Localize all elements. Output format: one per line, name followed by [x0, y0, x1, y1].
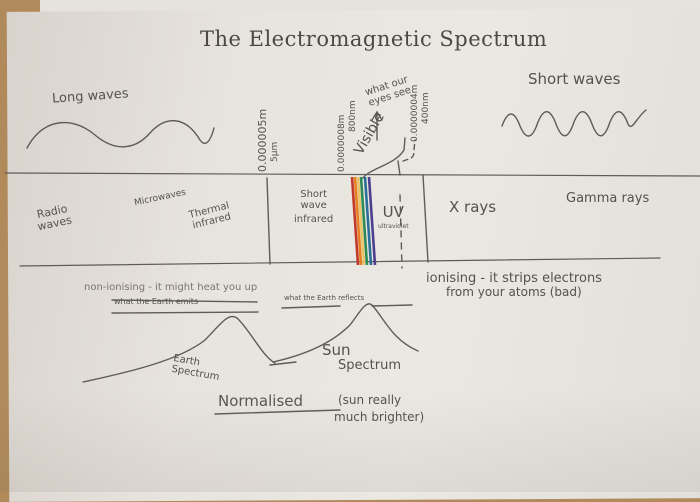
band-short-wave-infrared: Short wave infrared	[294, 189, 334, 225]
divider-1	[266, 177, 271, 265]
marker-5um-meters: 0.000005m	[256, 108, 269, 172]
marker-5um: 0.000005m	[256, 109, 269, 172]
marker-800nm-meters: 0.0000008m	[337, 114, 347, 172]
visible-light-band	[350, 176, 377, 266]
band-uv: UV ultraviolet	[378, 203, 409, 230]
ionising-note: ionising - it strips electrons from your…	[426, 271, 602, 299]
normalised-label: Normalised	[218, 392, 304, 410]
sun-spectrum-label: Sun Spectrum	[322, 341, 401, 373]
underline-normalised	[214, 409, 341, 415]
marker-5um-nm: 5μm	[270, 141, 280, 162]
table-bottom-line	[19, 257, 661, 267]
long-wave-icon	[26, 119, 215, 149]
divider-dashed	[399, 194, 403, 269]
marker-400nm: 400nm	[421, 92, 431, 124]
table-top-line	[4, 172, 700, 177]
band-x-rays: X rays	[449, 198, 497, 216]
short-waves-label: Short waves	[528, 70, 621, 88]
underline-earth-reflects	[281, 304, 413, 309]
sun-spectrum-curve	[272, 303, 419, 363]
earth-spectrum-curve	[82, 315, 276, 383]
underline-earth-emits	[111, 299, 258, 303]
earth-emits-note: what the Earth emits	[114, 297, 199, 306]
short-wave-icon	[501, 109, 647, 137]
marker-800nm: 800nm	[348, 100, 358, 132]
earth-reflects-note: what the Earth reflects	[284, 294, 365, 302]
normalised-note: (sun really much brighter)	[334, 393, 425, 424]
visible-arrow-icon	[371, 110, 383, 141]
band-gamma-rays: Gamma rays	[566, 191, 650, 206]
underline-earth-emits-2	[111, 311, 259, 314]
page-title: The Electromagnetic Spectrum	[200, 27, 548, 51]
divider-uv-xray	[422, 174, 429, 263]
non-ionising-note: non-ionising - it might heat you up	[84, 282, 258, 293]
visible-bracket	[362, 137, 406, 179]
